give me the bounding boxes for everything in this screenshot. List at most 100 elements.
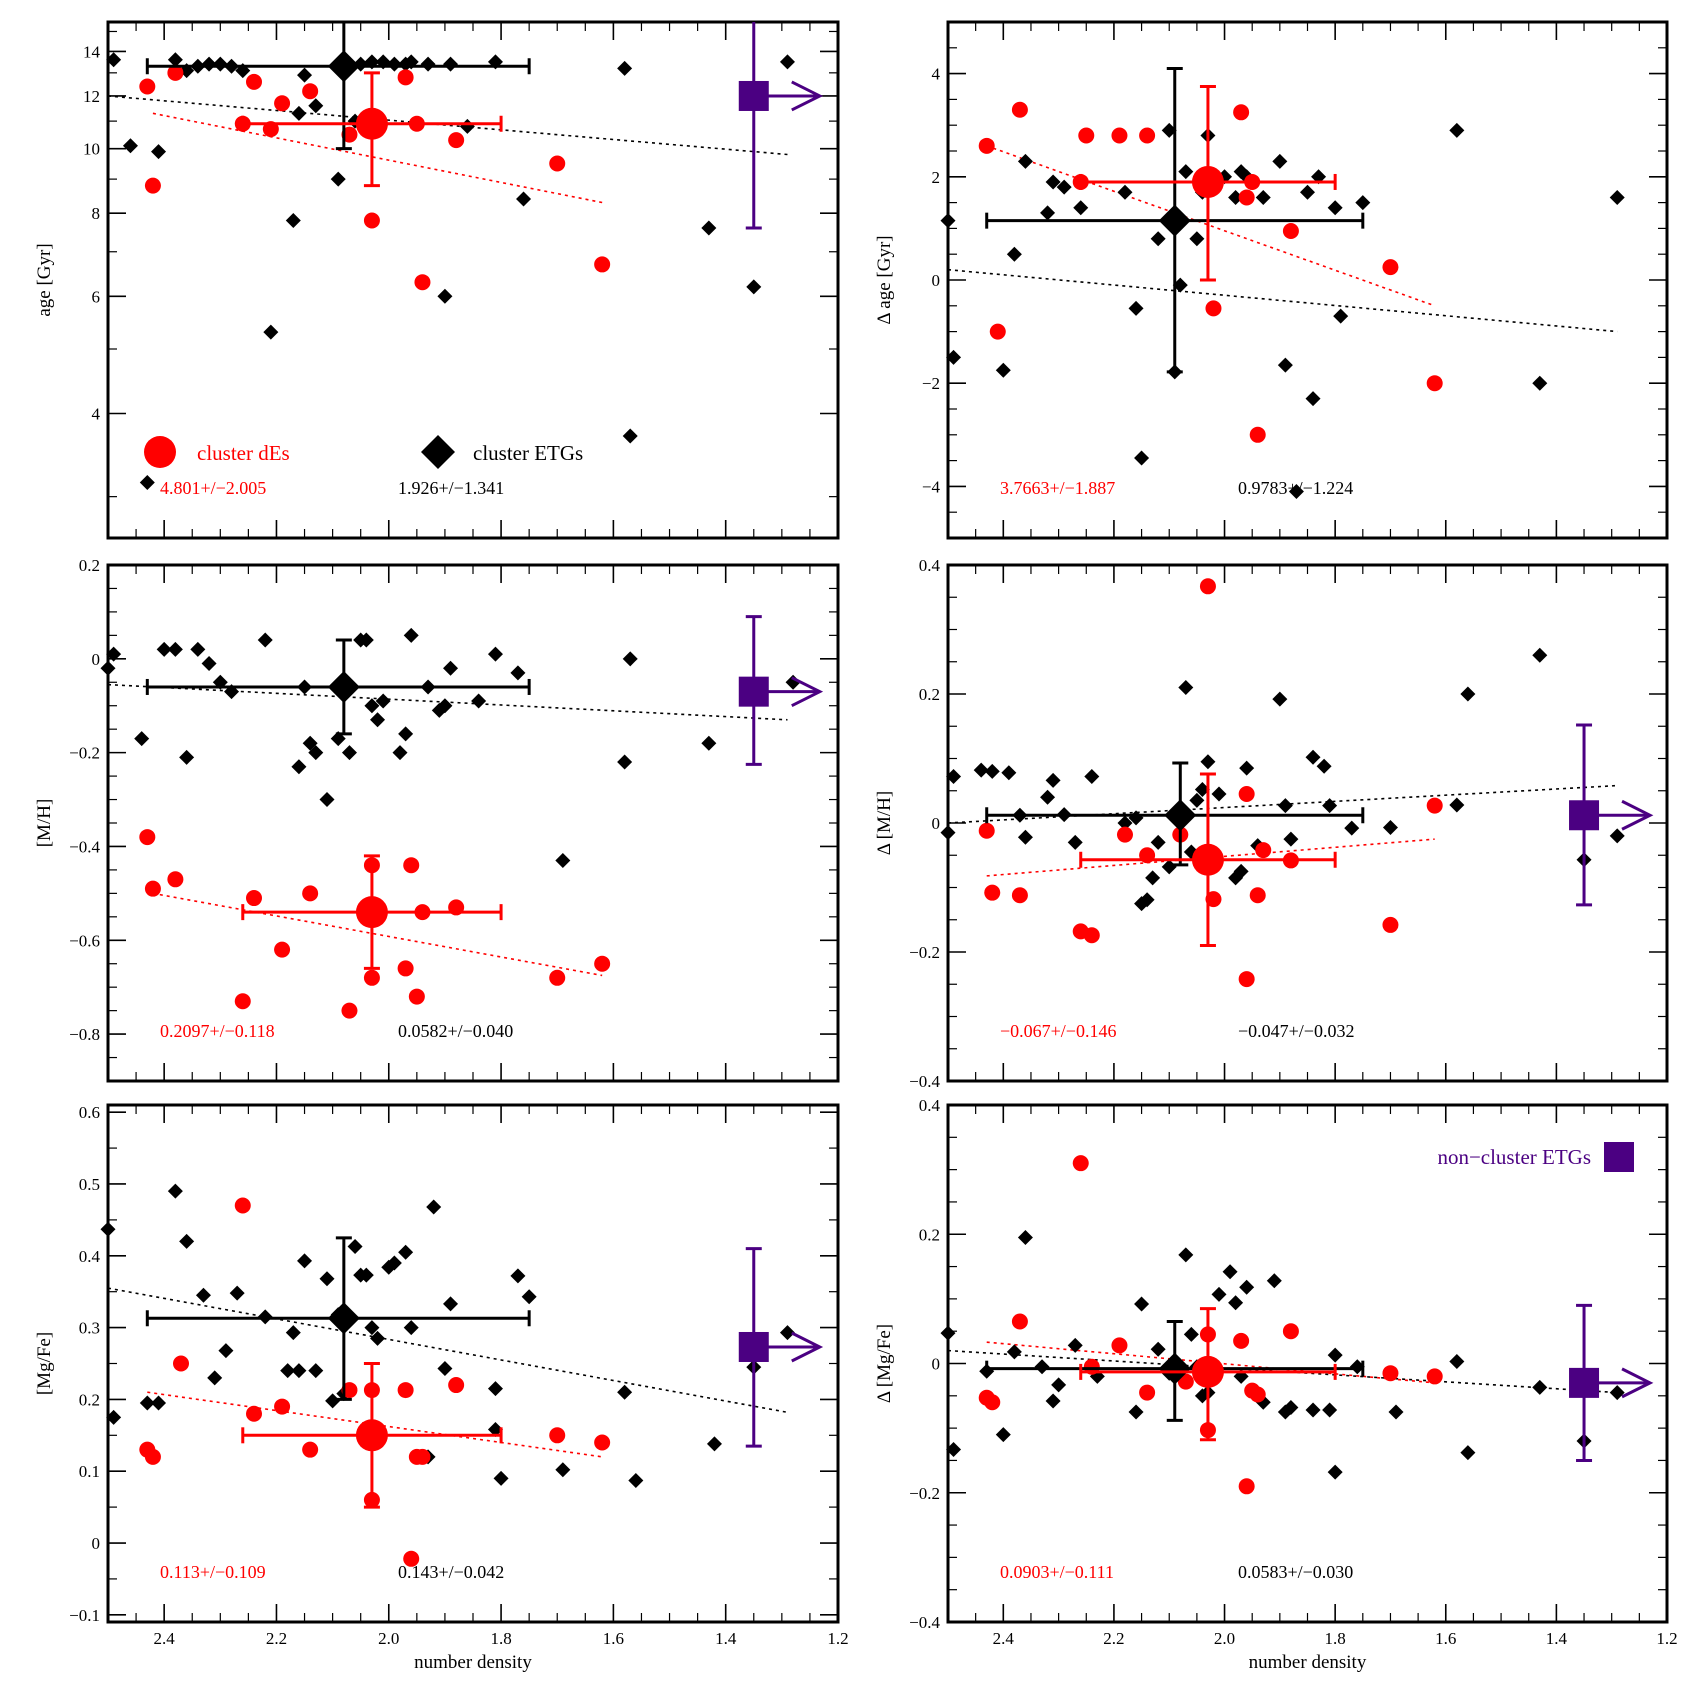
legend-etg-marker (421, 435, 455, 469)
etg-point (1034, 1359, 1050, 1375)
etg-point (1150, 231, 1166, 247)
des-point (1382, 259, 1399, 276)
etg-mean-marker (1158, 204, 1191, 237)
etg-fit-line (947, 268, 1618, 333)
des-mean-marker (1191, 1355, 1224, 1388)
etg-mean-marker (1164, 799, 1197, 832)
etg-point (218, 1343, 234, 1359)
etg-point (1305, 749, 1321, 765)
etg-point (156, 641, 172, 657)
etg-point (1183, 1326, 1199, 1342)
noncluster-mean-marker (1569, 1367, 1600, 1398)
y-tick-label: −4 (922, 477, 941, 496)
etg-point (779, 1325, 795, 1341)
y-tick-label: 0.4 (919, 1096, 941, 1115)
etg-point (1272, 691, 1288, 707)
etg-point (628, 1473, 644, 1489)
etg-slope-stat: −0.047+/−0.032 (1238, 1021, 1354, 1041)
etg-slope-stat: 1.926+/−1.341 (398, 478, 504, 498)
etg-point (1449, 1354, 1465, 1370)
des-point (408, 988, 425, 1005)
etg-point (179, 1233, 195, 1249)
etg-point (1045, 174, 1061, 190)
des-point (1111, 127, 1128, 144)
etg-point (940, 1325, 956, 1341)
x-tick-label: 2.0 (1214, 1629, 1235, 1648)
plot-frame (106, 1103, 840, 1624)
etg-point (617, 60, 633, 76)
etg-point (1051, 1377, 1067, 1393)
des-point (246, 73, 262, 90)
y-tick-label: −2 (922, 374, 940, 393)
etg-point (701, 220, 717, 236)
des-point (1083, 927, 1100, 944)
etg-point (1134, 1296, 1150, 1312)
des-point (594, 1434, 611, 1451)
etg-point (1382, 820, 1398, 836)
etg-point (398, 1244, 414, 1260)
des-slope-stat: −0.067+/−0.146 (1000, 1021, 1116, 1041)
etg-point (1532, 375, 1548, 391)
des-point (594, 955, 611, 972)
etg-point (212, 56, 228, 72)
etg-fit-line (107, 95, 788, 156)
des-point (397, 69, 414, 86)
des-point (1205, 891, 1222, 908)
des-point (1238, 1478, 1255, 1495)
y-tick-label: 0 (92, 650, 101, 669)
y-tick-label: −0.8 (69, 1025, 100, 1044)
legend-etg-label: cluster ETGs (473, 441, 583, 465)
des-fit-line (986, 145, 1435, 307)
des-point (1426, 375, 1443, 392)
x-tick-label: 1.8 (1325, 1629, 1346, 1648)
etg-point (297, 1253, 313, 1269)
x-tick-label: 2.4 (154, 1629, 176, 1648)
des-point (1011, 1313, 1028, 1330)
y-tick-label: −0.4 (69, 837, 100, 856)
etg-point (1006, 1344, 1022, 1360)
etg-point (139, 475, 155, 491)
etg-mean-marker (1158, 1352, 1191, 1385)
etg-point (195, 1287, 211, 1303)
etg-point (1001, 765, 1017, 781)
des-point (984, 1394, 1001, 1411)
x-axis-label: number density (1249, 1652, 1367, 1673)
des-point (978, 822, 995, 839)
etg-point (1305, 1402, 1321, 1418)
etg-point (443, 660, 459, 676)
etg-point (1145, 870, 1161, 886)
noncluster-arrow-head (791, 80, 824, 112)
etg-point (1532, 647, 1548, 663)
etg-point (1150, 834, 1166, 850)
etg-point (437, 288, 453, 304)
y-tick-label: 6 (92, 287, 101, 306)
plot-frame (946, 1103, 1669, 1624)
etg-point (1239, 760, 1255, 776)
etg-point (1305, 391, 1321, 407)
etg-point (398, 726, 414, 742)
etg-point (106, 1409, 122, 1425)
etg-point (1609, 189, 1625, 205)
y-tick-label: 0 (932, 1355, 941, 1374)
etg-point (1040, 789, 1056, 805)
etg-point (190, 641, 206, 657)
x-axis-label: number density (414, 1652, 532, 1673)
etg-point (510, 1268, 526, 1284)
plot-frame (106, 563, 840, 1083)
y-tick-label: 10 (83, 140, 100, 159)
panel-dmh: −0.4−0.200.20.4Δ [M/H]−0.067+/−0.146−0.0… (874, 556, 1669, 1091)
des-point (1426, 797, 1443, 814)
etg-slope-stat: 0.0582+/−0.040 (398, 1021, 513, 1041)
x-tick-label: 1.6 (1435, 1629, 1456, 1648)
etg-point (319, 1271, 335, 1287)
des-point (549, 155, 566, 172)
etg-point (437, 1361, 453, 1377)
etg-point (1228, 189, 1244, 205)
etg-point (392, 745, 408, 761)
y-axis-label: Δ [Mg/Fe] (874, 1324, 895, 1403)
des-mean-marker (1191, 165, 1224, 198)
legend-des-label: cluster dEs (197, 441, 290, 465)
